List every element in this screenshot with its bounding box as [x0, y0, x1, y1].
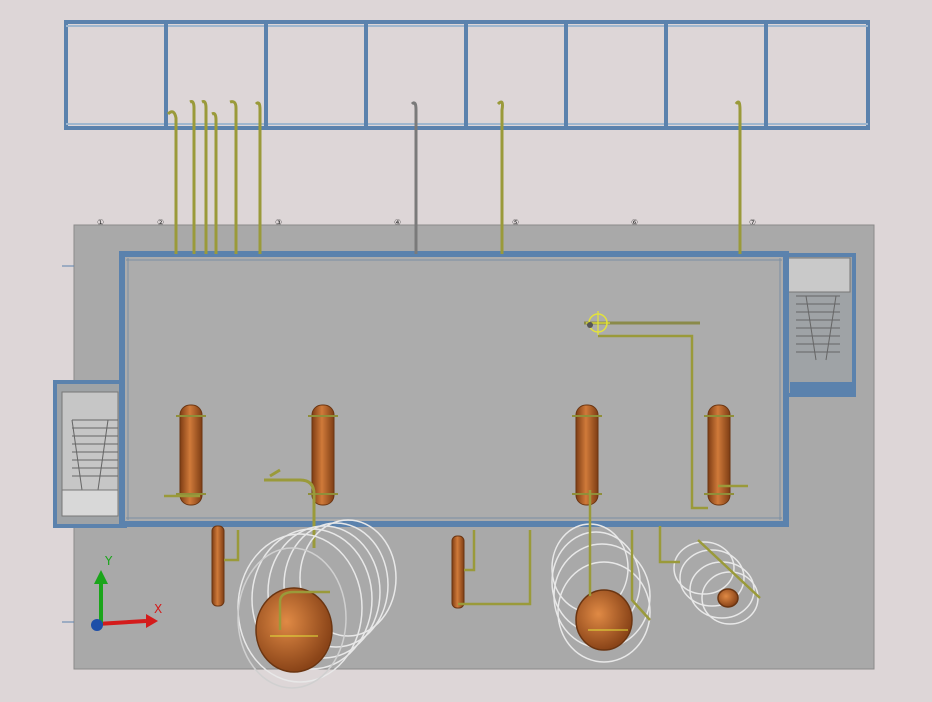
y-axis-label: Y	[104, 554, 113, 568]
small-columns	[211, 525, 532, 609]
vessel-3	[572, 404, 602, 506]
coil-tank-3	[658, 526, 761, 625]
grid-marker-1: ①	[97, 218, 104, 227]
routed-pipe	[264, 478, 316, 548]
vessel-4	[704, 404, 748, 506]
left-stair-tower	[53, 380, 127, 528]
rack-drop-pipes	[166, 100, 742, 254]
grid-marker-4: ④	[394, 218, 401, 227]
vessel-2	[308, 404, 338, 506]
grid-markers: ① ② ③ ④ ⑤ ⑥ ⑦	[97, 218, 756, 227]
grid-marker-3: ③	[275, 218, 282, 227]
building-beam-details	[126, 258, 782, 520]
ucs-axis-icon: X Y	[91, 554, 162, 631]
x-axis-label: X	[154, 602, 162, 616]
coil-tank-1	[237, 519, 397, 689]
grid-marker-7: ⑦	[749, 218, 756, 227]
interior-valve-line	[584, 311, 708, 510]
vessel-1	[164, 404, 206, 506]
grid-marker-6: ⑥	[631, 218, 638, 227]
vertical-vessels	[164, 404, 748, 506]
right-stair-tower	[784, 253, 856, 397]
grid-marker-2: ②	[157, 218, 164, 227]
main-building	[119, 251, 789, 527]
gray-drop-pipe	[410, 101, 418, 254]
pipe-rack	[64, 20, 870, 130]
grid-marker-5: ⑤	[512, 218, 519, 227]
coil-tank-2	[551, 490, 651, 663]
